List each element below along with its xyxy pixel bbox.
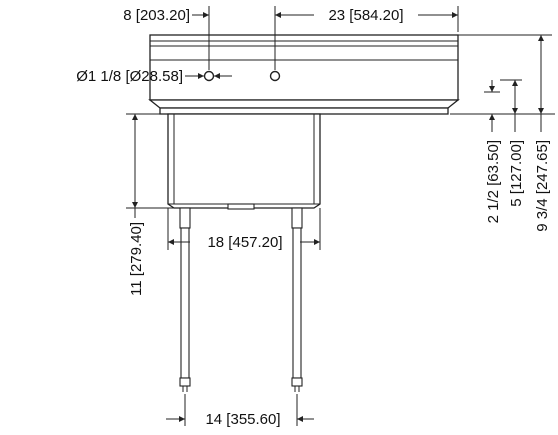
dimension-overall-height: 9 3/4 [247.65]	[534, 35, 551, 232]
deck-height-label: 5 [127.00]	[508, 140, 525, 207]
sink-bowl	[167, 113, 321, 210]
overall-height-label: 9 3/4 [247.65]	[534, 140, 551, 232]
bowl-width-label: 18 [457.20]	[207, 234, 282, 251]
dimension-bowl-width: 18 [457.20]	[167, 208, 321, 251]
dimension-extension-lines-right	[450, 34, 555, 115]
dimension-overall-width: 23 [584.20]	[274, 6, 459, 70]
faucet-hole-right	[269, 70, 281, 82]
dimension-hole-offset: 8 [203.20]	[123, 6, 210, 70]
leg-left	[179, 207, 191, 392]
dimension-bowl-depth: 11 [279.40]	[126, 113, 180, 296]
dimension-backsplash-to-deck: 2 1/2 [63.50]	[485, 80, 502, 223]
dimension-hole-diameter: Ø1 1/8 [Ø28.58]	[76, 68, 232, 85]
bowl-depth-label: 11 [279.40]	[128, 222, 145, 296]
dimension-deck-height: 5 [127.00]	[508, 80, 525, 207]
hole-diameter-label: Ø1 1/8 [Ø28.58]	[76, 68, 183, 85]
sink-deck-rim	[148, 99, 460, 115]
sink-backsplash	[149, 34, 459, 101]
leg-right	[291, 207, 303, 392]
dimension-leg-spacing: 14 [355.60]	[166, 394, 314, 428]
leg-spacing-label: 14 [355.60]	[205, 411, 280, 428]
hole-offset-label: 8 [203.20]	[123, 7, 190, 24]
faucet-hole-left	[203, 70, 215, 82]
backsplash-to-deck-label: 2 1/2 [63.50]	[485, 140, 502, 223]
overall-width-label: 23 [584.20]	[328, 7, 403, 24]
